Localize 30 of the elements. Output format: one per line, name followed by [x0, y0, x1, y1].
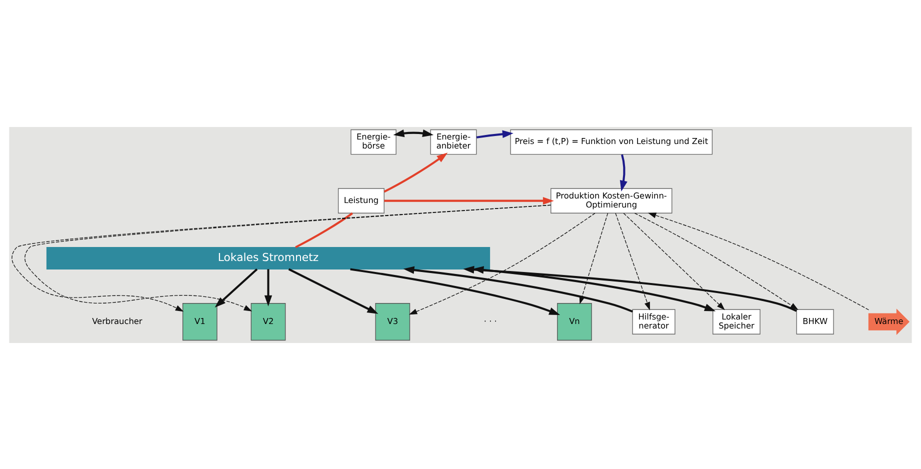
arrow [288, 268, 378, 314]
arrow [634, 212, 798, 310]
node-box: Vn [557, 302, 592, 340]
arrow [615, 212, 650, 310]
arrow [350, 268, 560, 315]
arrow [264, 268, 272, 306]
arrow [623, 212, 725, 310]
node-box: Energie- börse [350, 128, 396, 154]
node-box: Lokales Stromnetz [46, 246, 490, 270]
arrow [476, 130, 514, 138]
node-box: Leistung [338, 188, 384, 213]
arrow [214, 268, 258, 308]
arrow [648, 212, 870, 310]
arrow [384, 196, 554, 204]
node-box: Lokaler Speicher [712, 308, 760, 334]
node-box: V2 [250, 302, 286, 340]
node-box: Energie- anbieter [430, 128, 477, 154]
node-box: V3 [375, 302, 410, 340]
arrow [384, 152, 448, 192]
connector [295, 212, 353, 248]
node-box: Produktion Kosten-Gewinn- Optimierung [550, 188, 672, 213]
node-box: V1 [182, 302, 218, 340]
arrow [408, 212, 596, 314]
arrow [620, 154, 628, 191]
node-box: BHKW [796, 308, 834, 334]
node-box: Hilfsge- nerator [632, 308, 676, 334]
arrow [393, 128, 434, 137]
label: · · · [484, 315, 497, 326]
label: Verbraucher [92, 315, 142, 326]
node-box: Preis = f (t,P) = Funktion von Leistung und Zeit [510, 128, 713, 154]
